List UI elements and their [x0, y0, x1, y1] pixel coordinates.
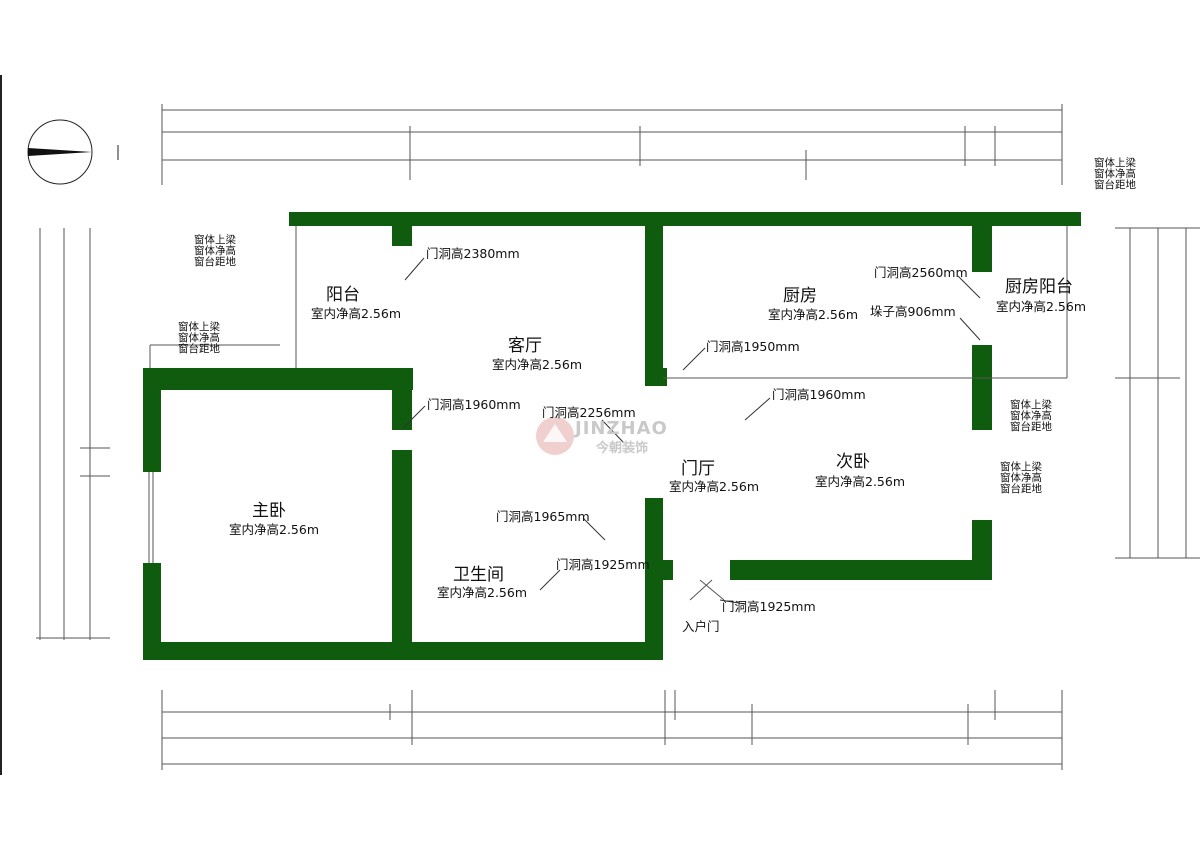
room-kitchen-balcony-height: 室内净高2.56m — [996, 299, 1087, 314]
door-label-1950: 门洞高1950mm — [706, 339, 800, 354]
door-label-1960-bedroom: 门洞高1960mm — [772, 387, 866, 402]
logo-watermark-text: JINZHAO — [575, 418, 668, 439]
wall-top-end — [1060, 212, 1081, 226]
window-height-label: 窗体净高 — [1010, 410, 1052, 422]
walls — [143, 212, 1081, 660]
room-living-height: 室内净高2.56m — [492, 357, 583, 372]
window-sill-label: 窗台距地 — [1094, 179, 1136, 191]
door-label-2256: 门洞高2256mm — [542, 405, 636, 420]
thin-lines — [148, 226, 1068, 601]
room-balcony-name: 阳台 — [326, 285, 360, 305]
wall-kitchen-stub — [645, 368, 667, 386]
wall-top — [289, 212, 1081, 226]
window-beam-label: 窗体上梁 — [178, 321, 220, 333]
top-dimension-lines — [161, 104, 1063, 185]
room-second-bedroom-name: 次卧 — [836, 452, 870, 472]
room-kitchen-balcony-name: 厨房阳台 — [1005, 277, 1073, 297]
room-kitchen-height: 室内净高2.56m — [768, 307, 859, 322]
window-labels-master: 窗体上梁 窗体净高 窗台距地 — [178, 322, 220, 355]
window-labels-kitchen-balcony: 窗体上梁 窗体净高 窗台距地 — [1010, 400, 1052, 433]
logo-watermark-subtext: 今朝装饰 — [596, 441, 649, 456]
logo-icon — [536, 417, 574, 455]
window-beam-label: 窗体上梁 — [1094, 157, 1136, 169]
window-labels-second-bedroom: 窗体上梁 窗体净高 窗台距地 — [1000, 462, 1042, 495]
room-kitchen-name: 厨房 — [783, 286, 817, 306]
left-dimension-lines — [36, 228, 110, 640]
window-sill-label: 窗台距地 — [178, 343, 220, 355]
wall-master-right — [392, 450, 412, 648]
window-labels-top-right: 窗体上梁 窗体净高 窗台距地 — [1094, 158, 1136, 191]
door-label-1965: 门洞高1965mm — [496, 509, 590, 524]
door-label-1925-entry: 门洞高1925mm — [722, 599, 816, 614]
window-height-label: 窗体净高 — [1000, 472, 1042, 484]
window-height-label: 窗体净高 — [194, 245, 236, 257]
wall-left-lower — [143, 563, 161, 660]
wall-living-kitchen — [645, 226, 663, 386]
entry-door-label: 入户门 — [682, 619, 720, 634]
room-living-name: 客厅 — [508, 336, 542, 356]
wall-bedroom-right — [972, 520, 992, 580]
wall-balcony-stub — [392, 226, 412, 246]
window-sill-label: 窗台距地 — [194, 256, 236, 268]
wall-kitchen-right-top — [972, 226, 992, 272]
window-beam-label: 窗体上梁 — [1000, 461, 1042, 473]
door-label-2560: 门洞高2560mm — [874, 265, 968, 280]
wall-master-top — [143, 368, 413, 390]
window-height-label: 窗体净高 — [178, 332, 220, 344]
leader-lines — [402, 257, 981, 605]
room-master-bedroom-height: 室内净高2.56m — [229, 522, 320, 537]
wall-bedroom-bottom — [730, 560, 992, 580]
window-labels-balcony: 窗体上梁 窗体净高 窗台距地 — [194, 235, 236, 268]
room-second-bedroom-height: 室内净高2.56m — [815, 474, 906, 489]
north-arrow-icon — [27, 119, 119, 185]
room-foyer-name: 门厅 — [681, 459, 715, 479]
door-label-1960-master: 门洞高1960mm — [427, 397, 521, 412]
window-sill-label: 窗台距地 — [1000, 483, 1042, 495]
window-height-label: 窗体净高 — [1094, 168, 1136, 180]
window-beam-label: 窗体上梁 — [194, 234, 236, 246]
door-label-1925-bath: 门洞高1925mm — [556, 557, 650, 572]
window-sill-label: 窗台距地 — [1010, 421, 1052, 433]
right-dimension-lines — [1115, 227, 1200, 559]
wall-living-divider-a — [392, 390, 412, 430]
bottom-dimension-lines — [161, 690, 1063, 770]
wall-kitchen-right-mid — [972, 345, 992, 430]
room-master-bedroom-name: 主卧 — [252, 501, 286, 521]
wall-left-upper — [143, 368, 161, 472]
room-foyer-height: 室内净高2.56m — [669, 479, 760, 494]
wall-bottom-left — [143, 642, 661, 660]
room-bathroom-height: 室内净高2.56m — [437, 585, 528, 600]
wall-entry-stub — [645, 560, 673, 580]
room-balcony-height: 室内净高2.56m — [311, 306, 402, 321]
room-bathroom-name: 卫生间 — [453, 565, 504, 585]
pier-label-906: 垛子高906mm — [870, 304, 956, 319]
door-label-2380: 门洞高2380mm — [426, 246, 520, 261]
window-beam-label: 窗体上梁 — [1010, 399, 1052, 411]
